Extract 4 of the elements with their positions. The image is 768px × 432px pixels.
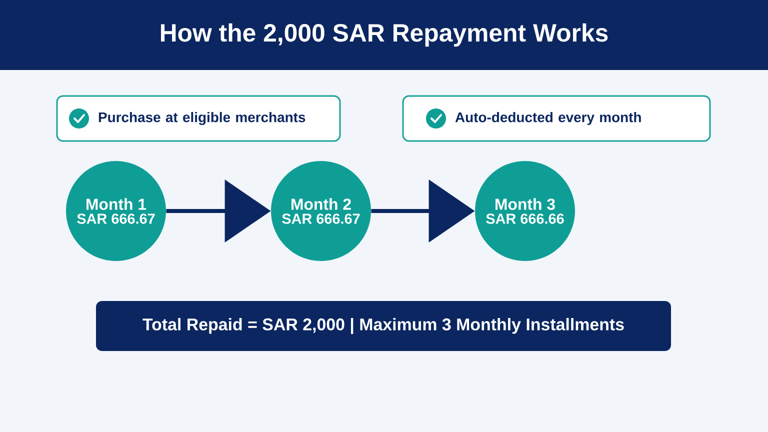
callout-box: Purchase at eligible merchants (56, 95, 341, 142)
summary-banner: Total Repaid = SAR 2,000 | Maximum 3 Monthly Installments (96, 301, 671, 351)
title-banner: How the 2,000 SAR Repayment Works (0, 0, 768, 70)
callout-box: Auto-deducted every month (402, 95, 711, 142)
